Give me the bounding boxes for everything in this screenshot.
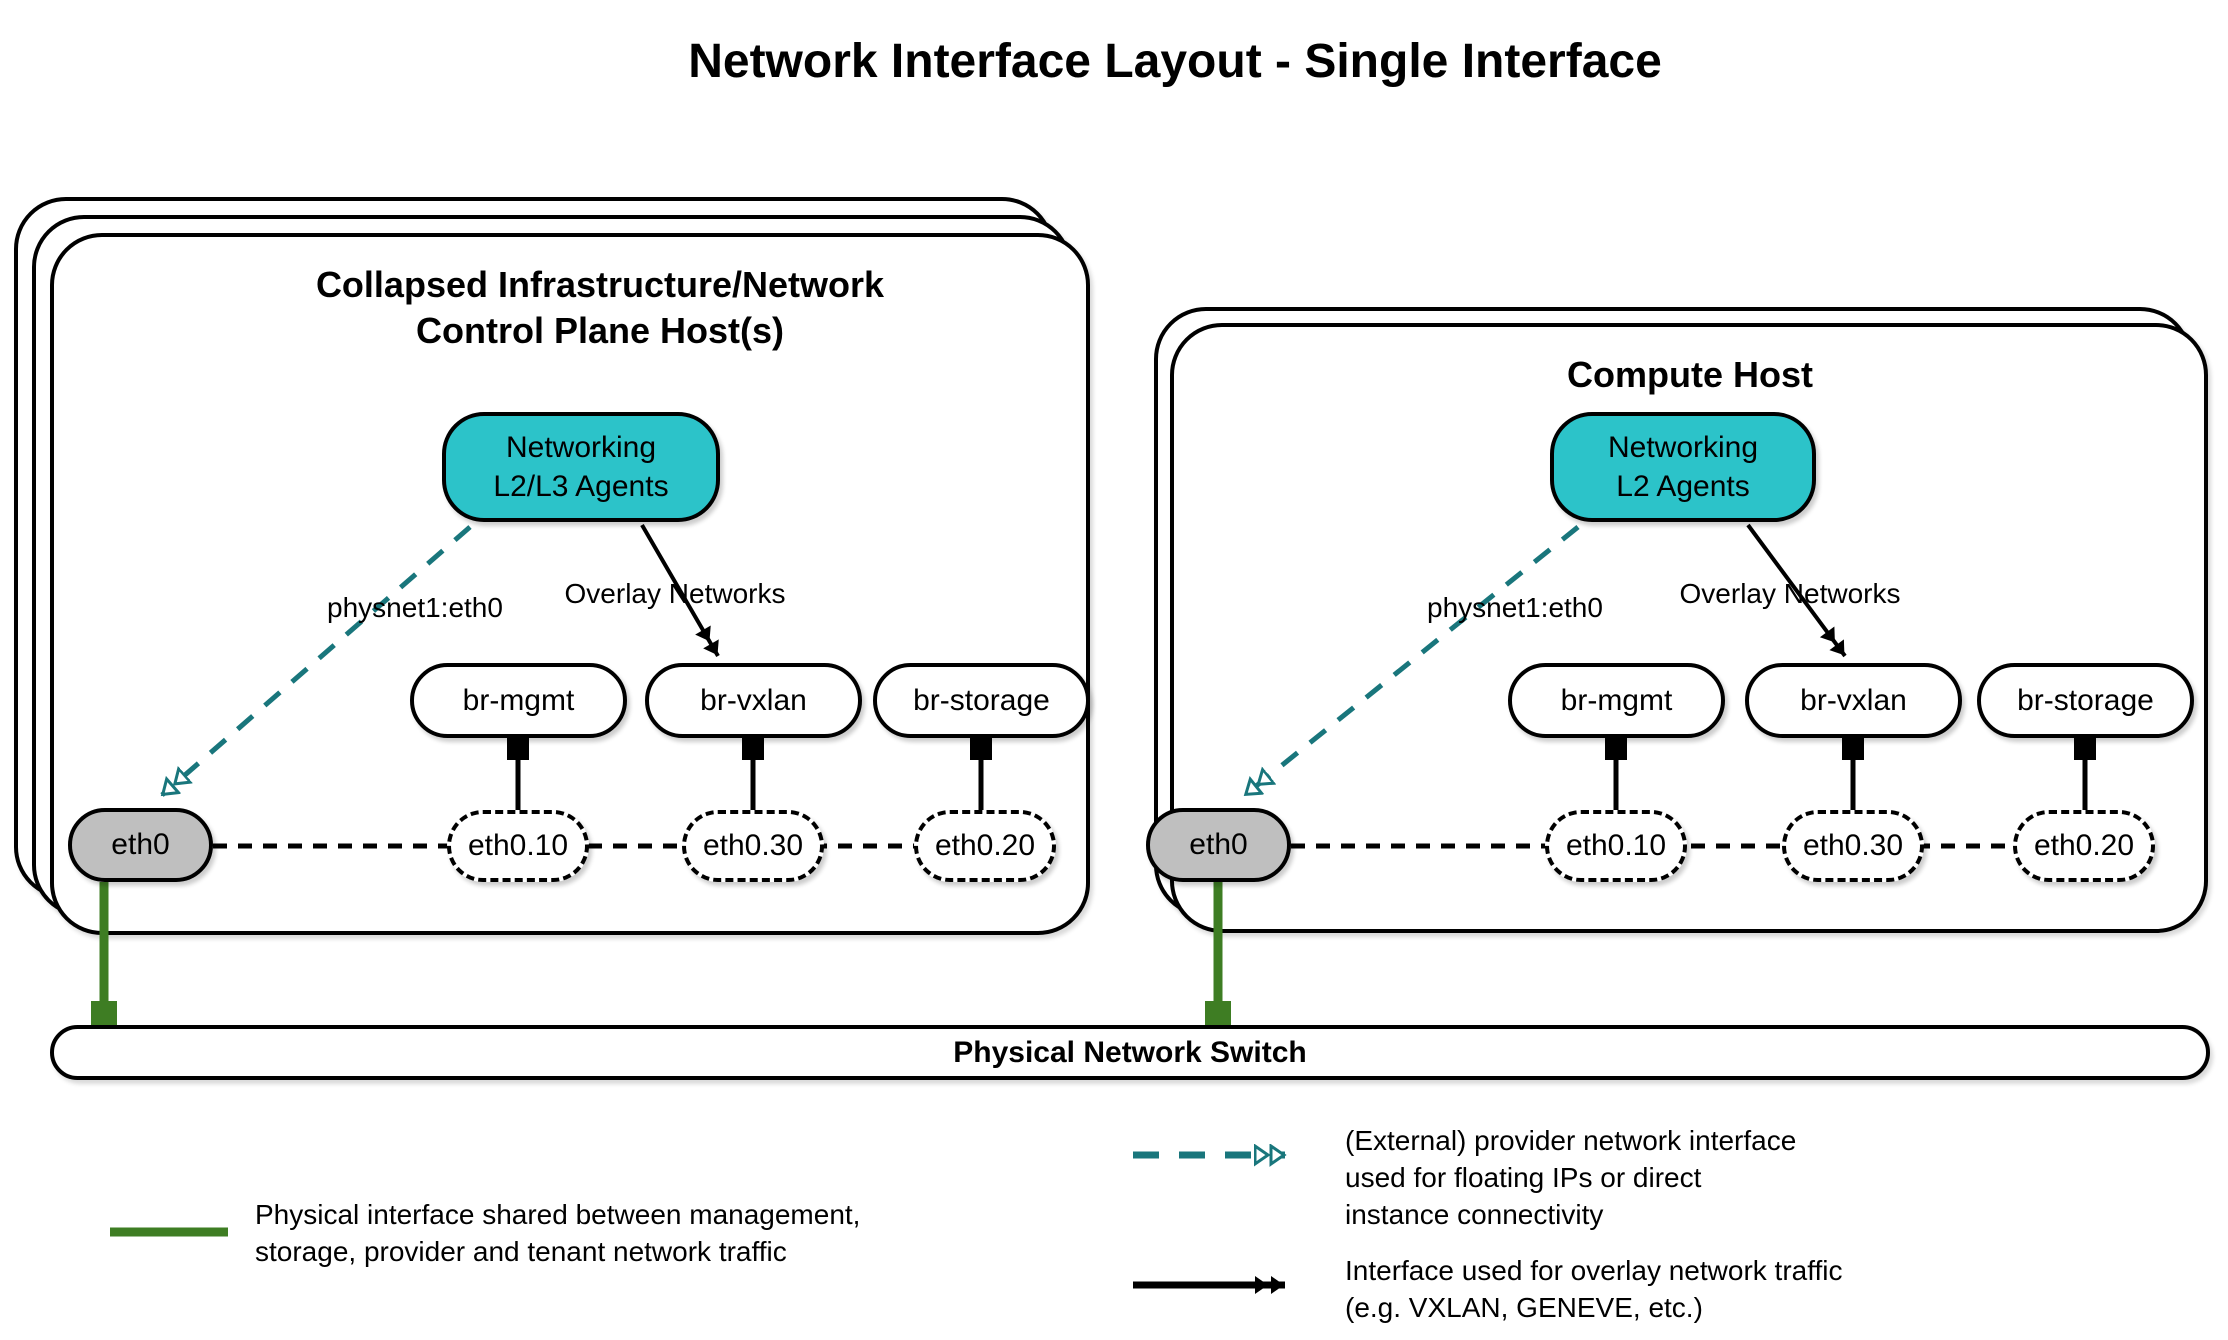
control-plane-host-title-line2: Control Plane Host(s) — [415, 310, 784, 351]
bridge-vlan-connectors-control-plane — [507, 738, 992, 812]
bridge-br-storage-control-plane: br-storage — [873, 663, 1090, 738]
provider-arrow-compute — [1243, 525, 1580, 797]
provider-network-label-compute: physnet1:eth0 — [1427, 592, 1603, 623]
legend-physical-line1: Physical interface shared between manage… — [255, 1199, 861, 1230]
legend-overlay-line2: (e.g. VXLAN, GENEVE, etc.) — [1345, 1292, 1703, 1323]
overlay-networks-label-compute: Overlay Networks — [1679, 578, 1901, 609]
networking-agents-node-compute: Networking L2 Agents — [1550, 412, 1816, 522]
overlay-arrow-compute — [1746, 523, 1847, 658]
bridge-br-storage-compute: br-storage — [1977, 663, 2194, 738]
agent-label-line2: L2 Agents — [1616, 470, 1750, 503]
legend-overlay-line1: Interface used for overlay network traff… — [1345, 1255, 1843, 1286]
vlan-eth0.20-control-plane: eth0.20 — [914, 810, 1056, 882]
vlan-eth0.20-compute: eth0.20 — [2013, 810, 2155, 882]
legend-provider-line3: instance connectivity — [1345, 1199, 1604, 1230]
physical-network-switch-label: Physical Network Switch — [953, 1035, 1307, 1069]
legend-item-provider-interface: (External) provider network interface us… — [1345, 1122, 1965, 1233]
compute-host-title: Compute Host — [1190, 352, 2190, 398]
legend-item-physical-interface: Physical interface shared between manage… — [255, 1196, 955, 1270]
vlan-eth0.10-control-plane: eth0.10 — [447, 810, 589, 882]
physical-uplink-control-plane — [91, 882, 117, 1025]
vlan-eth0.30-control-plane: eth0.30 — [682, 810, 824, 882]
legend-provider-line1: (External) provider network interface — [1345, 1125, 1797, 1156]
overlay-networks-label-control-plane: Overlay Networks — [564, 578, 786, 609]
agent-label-line1: Networking — [1607, 431, 1759, 464]
legend-provider-line2: used for floating IPs or direct — [1345, 1162, 1702, 1193]
physical-uplink-compute — [1205, 882, 1231, 1025]
eth0-node-control-plane: eth0 — [68, 808, 213, 882]
control-plane-host-title-line1: Collapsed Infrastructure/Network — [315, 264, 885, 305]
vlan-eth0.30-compute: eth0.30 — [1782, 810, 1924, 882]
eth0-node-compute: eth0 — [1146, 808, 1291, 882]
overlay-arrow-control-plane — [640, 523, 720, 658]
bridge-vlan-connectors-compute — [1605, 738, 2096, 812]
vlan-eth0.10-compute: eth0.10 — [1545, 810, 1687, 882]
compute-host-title-line1: Compute Host — [1567, 354, 1813, 395]
bridge-br-vxlan-compute: br-vxlan — [1745, 663, 1962, 738]
legend-physical-line2: storage, provider and tenant network tra… — [255, 1236, 787, 1267]
bridge-br-vxlan-control-plane: br-vxlan — [645, 663, 862, 738]
provider-arrow-control-plane — [160, 525, 472, 797]
networking-agents-node-control-plane: Networking L2/L3 Agents — [442, 412, 720, 522]
bridge-br-mgmt-control-plane: br-mgmt — [410, 663, 627, 738]
control-plane-host-title: Collapsed Infrastructure/Network Control… — [100, 262, 1100, 354]
bridge-br-mgmt-compute: br-mgmt — [1508, 663, 1725, 738]
physical-network-switch: Physical Network Switch — [50, 1025, 2210, 1080]
page-title: Network Interface Layout - Single Interf… — [688, 35, 1662, 88]
provider-network-label-control-plane: physnet1:eth0 — [327, 592, 503, 623]
agent-label-line1: Networking — [505, 431, 657, 464]
legend-item-overlay-interface: Interface used for overlay network traff… — [1345, 1252, 1965, 1326]
agent-label-line2: L2/L3 Agents — [493, 470, 669, 503]
